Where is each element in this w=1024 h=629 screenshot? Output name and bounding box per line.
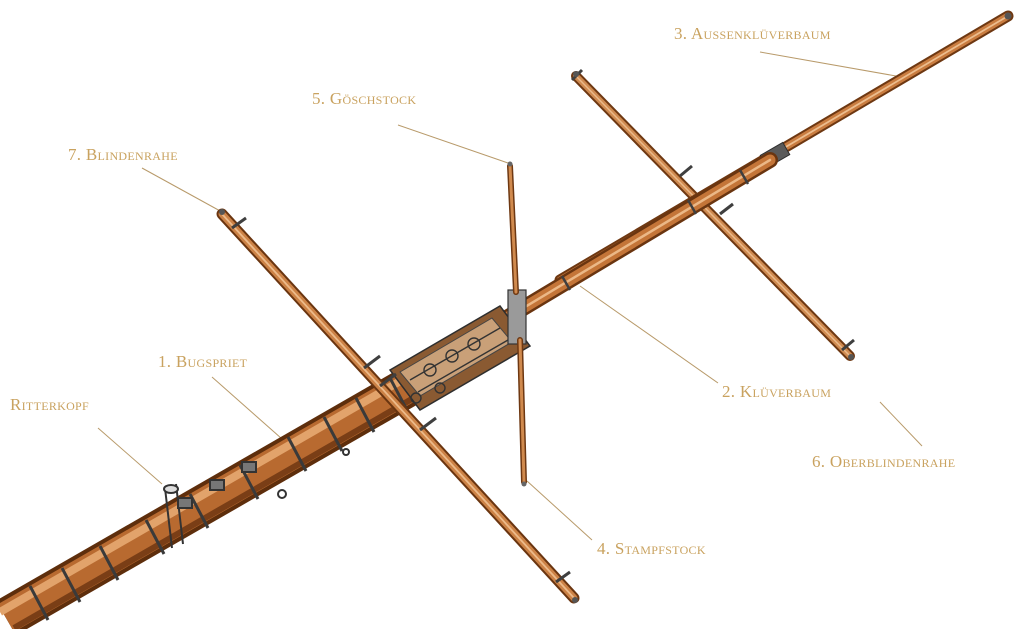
- stampfstock-spar: [517, 337, 527, 487]
- label-oberblindenrahe: 6. Oberblindenrahe: [812, 452, 956, 471]
- label-goschstock: 5. Göschstock: [312, 89, 417, 108]
- label-stampfstock: 4. Stampfstock: [597, 539, 706, 558]
- label-ritterkopf: Ritterkopf: [10, 395, 90, 414]
- label-kluverbaum: 2. Klüverbaum: [722, 382, 832, 401]
- leader-lines: [97, 51, 923, 541]
- oberblindenrahe-spar: [570, 68, 855, 361]
- leader-line-bugspriet: [211, 376, 291, 447]
- goschstock-spar: [507, 161, 519, 295]
- leader-line-oberblindenrahe: [879, 401, 923, 447]
- bowsprit-cap-assembly: [388, 289, 532, 411]
- leader-line-blindenrahe: [141, 167, 223, 213]
- leader-line-kluverbaum: [579, 285, 719, 384]
- label-bugspriet: 1. Bugspriet: [158, 352, 248, 371]
- leader-line-aussenkluverbaum: [759, 51, 897, 77]
- leader-line-ritterkopf: [97, 427, 163, 485]
- label-aussenkluverbaum: 3. Aussenklüverbaum: [674, 24, 831, 43]
- label-blindenrahe: 7. Blindenrahe: [68, 145, 178, 164]
- blindenrahe-spar: [216, 208, 580, 604]
- leader-line-goschstock: [397, 124, 509, 164]
- leader-line-stampfstock: [526, 480, 593, 541]
